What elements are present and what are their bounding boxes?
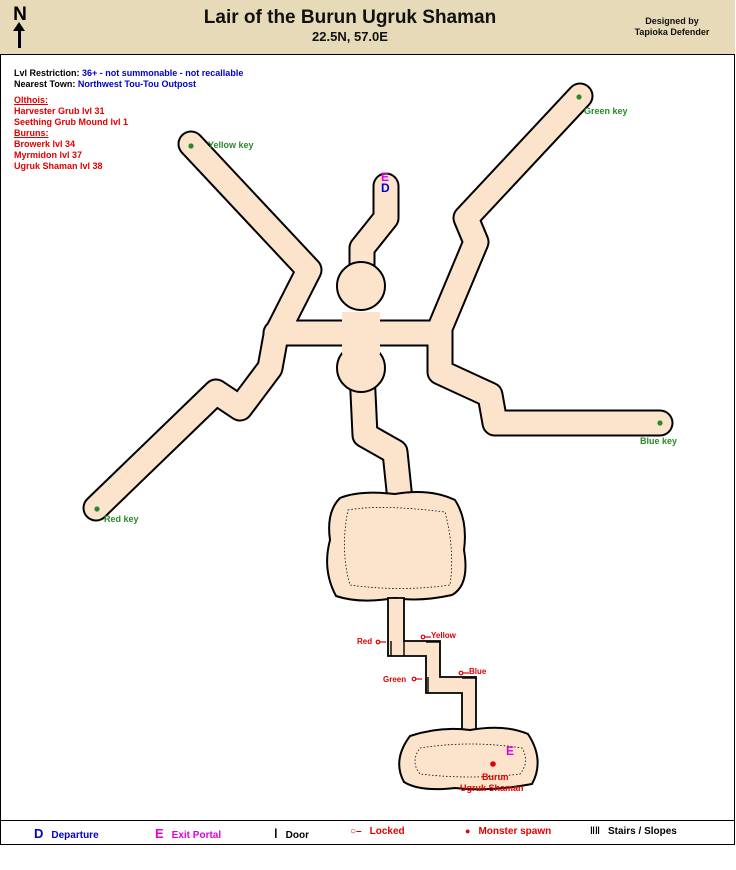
credit-line-1: Designed by	[645, 16, 699, 26]
monster-spawn-marker	[490, 761, 496, 767]
locked-corridor	[387, 597, 477, 733]
green-key-label: Green key	[584, 106, 628, 116]
central-cave	[326, 491, 467, 602]
blue-key-label: Blue key	[640, 436, 678, 446]
dungeon-map	[0, 0, 736, 791]
legend-departure-label: Departure	[51, 830, 99, 841]
yellow-key-marker	[188, 143, 194, 149]
lock-legend-icon: ○–	[350, 826, 362, 837]
yellow-key-label: Yellow key	[208, 140, 254, 150]
exit-portal-marker-bottom: E	[506, 744, 515, 758]
town-value: Northwest Tou-Tou Outpost	[77, 79, 197, 89]
legend-bar: D Departure E Exit Portal ǀ Door ○– Locked ●…	[0, 820, 735, 845]
stairs-legend-icon: ‖‖	[590, 826, 600, 837]
map-title: Lair of the Burun Ugruk Shaman	[203, 7, 497, 28]
red-key-marker	[94, 506, 100, 512]
monster-entry: Seething Grub Mound lvl 1	[14, 117, 129, 127]
legend-door: ǀ Door	[274, 826, 309, 841]
exit-legend-icon: E	[155, 826, 164, 841]
legend-spawn-label: Monster spawn	[478, 826, 552, 837]
header-bar: N Lair of the Burun Ugruk Shaman 22.5N, …	[0, 0, 735, 55]
shaman-cave-ledge	[414, 743, 526, 778]
monster-entry: Ugruk Shaman lvl 38	[14, 161, 103, 171]
blue-key-marker	[657, 420, 663, 426]
lock-green-label: Green	[383, 675, 407, 684]
lock-green-icon	[411, 676, 422, 682]
legend-spawn: ● Monster spawn	[465, 826, 551, 837]
legend-stairs: ‖‖ Stairs / Slopes	[590, 826, 677, 837]
legend-exit: E Exit Portal	[155, 826, 221, 841]
monster-entry: Harvester Grub lvl 31	[14, 106, 105, 116]
departure-marker: D	[381, 181, 390, 195]
designer-credit: Designed by Tapioka Defender	[617, 16, 727, 38]
lock-blue-label: Blue	[469, 667, 487, 676]
monster-entry: Browerk lvl 34	[14, 139, 76, 149]
north-arrow-icon	[13, 22, 25, 31]
credit-line-2: Tapioka Defender	[634, 27, 710, 37]
crossbar-floor	[270, 322, 450, 344]
map-coordinates: 22.5N, 57.0E	[312, 29, 388, 44]
legend-stairs-label: Stairs / Slopes	[607, 826, 677, 837]
lvl-value: 36+ - not summonable - not recallable	[82, 68, 244, 78]
legend-locked-label: Locked	[369, 826, 405, 837]
lock-yellow-icon	[420, 634, 431, 640]
north-indicator: N	[10, 4, 30, 48]
north-letter: N	[13, 4, 27, 25]
legend-departure: D Departure	[34, 826, 99, 841]
monster-entry: Myrmidon lvl 37	[14, 150, 83, 160]
north-arrow-shaft	[18, 28, 21, 48]
town-label: Nearest Town:	[14, 79, 76, 89]
spawn-legend-icon: ●	[465, 826, 471, 836]
spawn-label-line2: Ugruk Shaman	[460, 783, 524, 793]
lock-blue-icon	[458, 670, 469, 676]
door-legend-icon: ǀ	[274, 826, 278, 841]
departure-legend-icon: D	[34, 826, 44, 841]
lock-red-icon	[375, 639, 386, 645]
olthois-heading: Olthois:	[14, 95, 48, 105]
spawn-label-line1: Burun	[482, 772, 509, 782]
lvl-label: Lvl Restriction:	[14, 68, 80, 78]
green-key-marker	[576, 94, 582, 100]
north-chamber	[336, 261, 386, 311]
lock-red-label: Red	[357, 637, 373, 646]
info-panel: Lvl Restriction: 36+ - not summonable - …	[14, 68, 243, 172]
exit-portal-marker: E	[381, 170, 390, 184]
buruns-heading: Buruns:	[14, 128, 49, 138]
shaman-cave	[398, 726, 539, 791]
legend-locked: ○– Locked	[350, 826, 405, 837]
lock-yellow-label: Yellow	[431, 631, 456, 640]
legend-exit-label: Exit Portal	[171, 830, 222, 841]
red-key-label: Red key	[104, 514, 139, 524]
legend-door-label: Door	[285, 830, 309, 841]
